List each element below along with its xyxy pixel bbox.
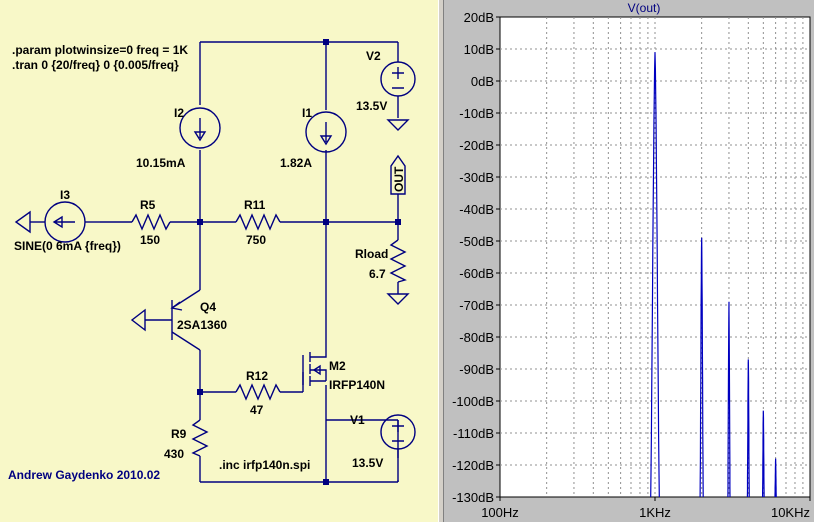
out-net-label[interactable] [390, 154, 406, 195]
r9-value: 430 [164, 447, 184, 461]
v2-name: V2 [366, 49, 381, 63]
i1-value: 1.82A [280, 156, 312, 170]
rload-value: 6.7 [369, 267, 386, 281]
i1-name: I1 [302, 106, 312, 120]
r9-resistor[interactable] [191, 419, 209, 457]
fft-plot[interactable]: V(out) 20dB 10dB 0dB -10dB -20dB -30dB -40dB -5… [444, 0, 814, 522]
r12-name: R12 [246, 369, 268, 383]
y-tick-label: -10dB [459, 106, 494, 121]
i2-current-source[interactable] [179, 107, 221, 149]
y-tick-label: 20dB [464, 10, 494, 25]
r5-value: 150 [140, 233, 160, 247]
i1-current-source[interactable] [305, 111, 347, 153]
v1-name: V1 [350, 413, 365, 427]
y-axis: 20dB 10dB 0dB -10dB -20dB -30dB -40dB -50dB -60d… [452, 10, 500, 505]
i3-current-source[interactable] [14, 201, 100, 243]
junctions [197, 39, 401, 485]
i2-value: 10.15mA [136, 156, 186, 170]
spectrum-peak [727, 301, 731, 498]
x-axis: 100Hz 1KHz 10KHz [481, 497, 811, 520]
v2-value: 13.5V [356, 99, 387, 113]
trace-label[interactable]: V(out) [628, 1, 661, 15]
spectrum-peak [650, 52, 660, 498]
y-tick-label: -110dB [453, 426, 494, 441]
m2-mosfet[interactable] [302, 352, 327, 386]
pane-splitter[interactable] [438, 0, 444, 522]
y-tick-label: 0dB [471, 74, 494, 89]
spectrum-peak [774, 458, 777, 497]
y-tick-label: -80dB [459, 330, 494, 345]
q4-transistor[interactable] [130, 289, 201, 351]
y-tick-label: -90dB [459, 362, 494, 377]
inc-directive[interactable]: .inc irfp140n.spi [219, 458, 310, 472]
m2-value: IRFP140N [329, 378, 385, 392]
schematic-canvas[interactable]: .param plotwinsize=0 freq = 1K .tran 0 {… [0, 0, 438, 522]
y-tick-label: -50dB [459, 234, 494, 249]
x-tick-label: 100Hz [481, 505, 519, 520]
waveform-pane[interactable]: V(out) 20dB 10dB 0dB -10dB -20dB -30dB -40dB -5… [444, 0, 814, 522]
traces [650, 52, 777, 498]
r5-name: R5 [140, 198, 156, 212]
x-tick-label: 1KHz [639, 505, 671, 520]
y-tick-label: -70dB [459, 298, 494, 313]
rload-ground [386, 293, 410, 305]
spectrum-peak [762, 410, 765, 497]
i3-name: I3 [60, 188, 70, 202]
wires [100, 41, 399, 483]
author-credit: Andrew Gaydenko 2010.02 [8, 468, 160, 482]
y-tick-label: -40dB [459, 202, 494, 217]
y-tick-label: 10dB [464, 42, 494, 57]
r11-resistor[interactable] [235, 213, 281, 231]
rload-name: Rload [355, 247, 388, 261]
y-tick-label: -30dB [459, 170, 494, 185]
x-tick-label: 10KHz [771, 505, 810, 520]
y-tick-label: -130dB [452, 490, 494, 505]
m2-name: M2 [329, 359, 346, 373]
v1-source[interactable] [380, 414, 416, 482]
spectrum-peak [699, 237, 704, 498]
param-directive[interactable]: .param plotwinsize=0 freq = 1K [12, 43, 188, 57]
spectrum-peak [746, 359, 750, 498]
r5-resistor[interactable] [131, 213, 171, 231]
r12-resistor[interactable] [235, 383, 281, 401]
y-tick-label: -60dB [459, 266, 494, 281]
y-tick-label: -100dB [452, 394, 494, 409]
r12-value: 47 [250, 403, 264, 417]
y-tick-label: -120dB [452, 458, 494, 473]
gridlines [500, 17, 810, 497]
r11-name: R11 [244, 198, 266, 212]
i2-name: I2 [174, 106, 184, 120]
r11-value: 750 [246, 233, 266, 247]
rload-resistor[interactable] [389, 239, 407, 283]
tran-directive[interactable]: .tran 0 {20/freq} 0 {0.005/freq} [12, 58, 179, 72]
q4-name: Q4 [200, 300, 216, 314]
r9-name: R9 [171, 427, 187, 441]
out-label-text: OUT [392, 166, 406, 192]
schematic-pane[interactable]: .param plotwinsize=0 freq = 1K .tran 0 {… [0, 0, 438, 522]
y-tick-label: -20dB [459, 138, 494, 153]
i3-value: SINE(0 6mA {freq}) [14, 239, 121, 253]
v2-source[interactable] [380, 61, 416, 131]
v1-value: 13.5V [352, 456, 383, 470]
q4-value: 2SA1360 [177, 318, 227, 332]
